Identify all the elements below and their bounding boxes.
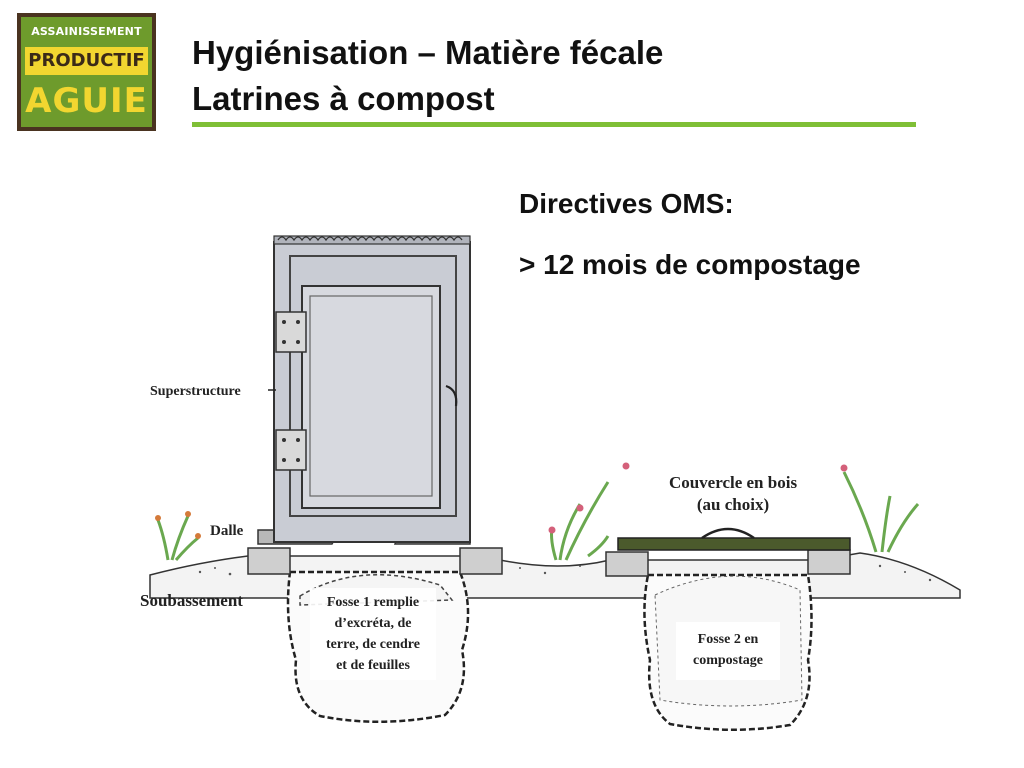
couvercle-lid	[617, 537, 851, 551]
brand-logo: ASSAINISSEMENT PRODUCTIF AGUIE	[17, 13, 156, 131]
door-panel	[301, 285, 441, 509]
slide-title: Hygiénisation – Matière fécale Latrines …	[192, 30, 663, 122]
title-line1: Hygiénisation – Matière fécale	[192, 34, 664, 71]
logo-text-line3: AGUIE	[25, 81, 148, 121]
label-couvercle-line1: Couvercle en bois	[669, 473, 798, 492]
directives-text: > 12 mois de compostage	[519, 249, 861, 280]
label-fosse1-line3: terre, de cendre	[326, 637, 420, 652]
plant-left-flowers	[155, 511, 201, 539]
title-line2: Latrines à compost	[192, 80, 495, 117]
label-fosse1-line4: et de feuilles	[336, 658, 410, 673]
soubassement-block-left	[247, 547, 291, 575]
hinge-bolts	[282, 320, 300, 462]
label-fosse1-line2: d’excréta, de	[335, 616, 412, 631]
door-frame	[289, 255, 457, 517]
label-couvercle-line2: (au choix)	[697, 495, 769, 514]
logo-panel: ASSAINISSEMENT PRODUCTIF AGUIE	[21, 17, 152, 127]
couvercle-handle	[701, 527, 755, 540]
door-inner-panel	[309, 295, 433, 497]
logo-text-line2: PRODUCTIF	[25, 47, 148, 75]
door-handle	[445, 384, 458, 407]
soubassement-block-fosse2-right	[807, 549, 851, 575]
fosse2-label-box	[676, 622, 780, 680]
label-dalle: Dalle	[210, 523, 244, 539]
fosse1-label-box	[310, 588, 436, 680]
superstructure-roof	[273, 235, 471, 245]
latrine-diagram: Superstructure Dalle Soubassement Couver…	[140, 235, 961, 731]
label-fosse1-line1: Fosse 1 remplie	[327, 595, 419, 610]
title-underline	[192, 122, 916, 127]
soubassement-block-mid	[459, 547, 503, 575]
logo-text-line1: ASSAINISSEMENT	[31, 25, 142, 38]
ground-gravel	[198, 564, 932, 582]
directives-heading: Directives OMS:	[519, 188, 734, 219]
label-fosse2-line1: Fosse 2 en	[698, 632, 759, 647]
plant-right-flower	[840, 464, 848, 472]
roof-stones	[277, 236, 463, 242]
door-hinge-top	[275, 311, 307, 353]
label-superstructure: Superstructure	[150, 384, 241, 399]
plant-middle-flowers	[548, 462, 630, 534]
label-fosse2-line2: compostage	[693, 653, 763, 668]
plant-right	[842, 471, 920, 553]
soubassement-block-fosse2-left	[605, 551, 649, 577]
plant-middle	[550, 481, 610, 561]
plant-left	[156, 515, 199, 561]
door-hinge-bottom	[275, 429, 307, 471]
label-soubassement: Soubassement	[140, 591, 243, 610]
